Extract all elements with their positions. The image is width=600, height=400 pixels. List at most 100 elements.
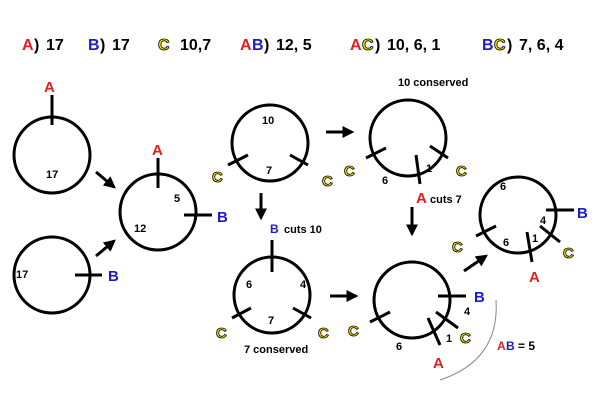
legend-ac: A C ) 10, 6, 1 (350, 37, 440, 55)
label-c: C (322, 173, 333, 190)
legend-bc-sizes: 7, 6, 4 (519, 37, 564, 54)
label-c: C (348, 323, 359, 340)
label-c: C (212, 169, 223, 186)
fragment-size: 5 (174, 193, 180, 205)
legend-bc-letter-c: C (494, 37, 506, 54)
plasmid-ring (230, 103, 310, 183)
legend: A ) 17 B ) 17 C 10,7 A B ) 12, 5 A C ) 1… (22, 37, 564, 55)
fragment-size: 10 (262, 115, 274, 127)
circle-ab (118, 158, 212, 252)
fragment-size: 6 (246, 279, 252, 291)
cut-site-c-right (292, 306, 312, 320)
legend-c-sizes: 10,7 (180, 37, 211, 54)
fragment-size: 4 (464, 306, 471, 318)
fragment-size: 1 (532, 233, 538, 245)
label-c: C (563, 245, 574, 262)
legend-ab-letter-a: A (240, 37, 252, 54)
circle-a-only (12, 95, 92, 195)
circle-bc (231, 240, 312, 335)
plasmid-ring (12, 115, 92, 195)
label-b: B (474, 289, 485, 306)
legend-a: A ) 17 (22, 37, 64, 54)
label-b: B (577, 205, 588, 222)
cut-site-c-right (289, 153, 309, 167)
legend-c: C 10,7 (158, 37, 212, 55)
label-a: A (433, 355, 444, 372)
circle-ac (365, 98, 449, 185)
circle-abc (369, 260, 466, 346)
legend-ab-letter-b: B (252, 37, 264, 54)
arrow-abc-to-alt (463, 254, 488, 273)
svg-text:): ) (264, 37, 269, 54)
circle-abc-alt (475, 175, 574, 263)
fragment-sizes: 17 17 12 5 10 7 6 1 6 4 7 6 4 1 6 4 1 6 (16, 115, 547, 353)
arrow-b-to-ab (95, 239, 116, 258)
legend-b: B ) 17 (88, 37, 130, 54)
svg-text:): ) (375, 37, 380, 54)
label-a: A (529, 269, 540, 286)
legend-ac-letter-c: C (362, 37, 374, 54)
cut-site-c-left (369, 310, 391, 324)
note-ab-equals-5: A B = 5 (497, 339, 535, 353)
fragment-size: 6 (500, 181, 506, 193)
legend-ac-sizes: 10, 6, 1 (387, 37, 440, 54)
fragment-size: 6 (503, 237, 509, 249)
label-c: C (452, 239, 463, 256)
circle-b-only (12, 235, 102, 315)
legend-ab: A B ) 12, 5 (240, 37, 312, 54)
fragment-size: 6 (396, 341, 402, 353)
label-a: A (152, 142, 163, 159)
cut-site-c-right (435, 310, 459, 330)
cut-site-c-right (429, 144, 449, 160)
fragment-size: 4 (300, 279, 307, 291)
label-b: B (217, 209, 228, 226)
fragment-size: 17 (46, 169, 58, 181)
plasmid-ring (372, 260, 452, 340)
plasmid-ring (368, 98, 448, 178)
svg-text:): ) (100, 37, 105, 54)
legend-bc: B C ) 7, 6, 4 (482, 37, 564, 55)
legend-ab-sizes: 12, 5 (276, 37, 312, 54)
arrows (95, 126, 488, 302)
label-a: A (44, 79, 55, 96)
label-b: B (270, 222, 279, 236)
enzyme-labels: A B A B C C C C A B C C C B A C B C A C (44, 79, 588, 372)
label-b: B (108, 268, 119, 285)
note-b-cuts-10: cuts 10 (284, 224, 322, 236)
note-7-conserved: 7 conserved (244, 344, 308, 356)
fragment-size: 17 (16, 269, 28, 281)
note-a-cuts-7: cuts 7 (430, 194, 462, 206)
cut-site-a (426, 317, 442, 346)
label-c: C (216, 325, 227, 342)
label-c: C (318, 325, 329, 342)
legend-b-sizes: 17 (112, 37, 130, 54)
svg-text:): ) (507, 37, 512, 54)
plasmid-ring (478, 175, 558, 255)
label-c: C (456, 163, 467, 180)
annotations: 10 conserved cuts 7 cuts 10 7 conserved … (244, 77, 535, 356)
cut-site-c-left (365, 146, 387, 160)
label-b: B (506, 339, 515, 353)
label-a: A (497, 339, 506, 353)
note-10-conserved: 10 conserved (398, 77, 468, 89)
legend-a-sizes: 17 (46, 37, 64, 54)
legend-b-letter: B (88, 37, 100, 54)
fragment-size: 7 (268, 315, 274, 327)
label-a: A (416, 190, 427, 207)
cut-site-c-left (227, 153, 249, 167)
ab-equals-value: = 5 (518, 339, 535, 353)
fragment-size: 12 (134, 223, 146, 235)
label-c: C (460, 330, 471, 347)
fragment-size: 7 (266, 165, 272, 177)
circle-c-only (227, 103, 310, 183)
cut-site-c-left (231, 306, 252, 320)
label-c: C (344, 163, 355, 180)
cut-site-a (525, 231, 534, 263)
fragment-size: 1 (446, 333, 452, 345)
bracket-arc (439, 299, 497, 381)
legend-c-letter: C (158, 37, 170, 54)
cut-site-a (414, 154, 422, 185)
legend-bc-letter-b: B (482, 37, 494, 54)
cut-site-c-right (539, 224, 561, 244)
